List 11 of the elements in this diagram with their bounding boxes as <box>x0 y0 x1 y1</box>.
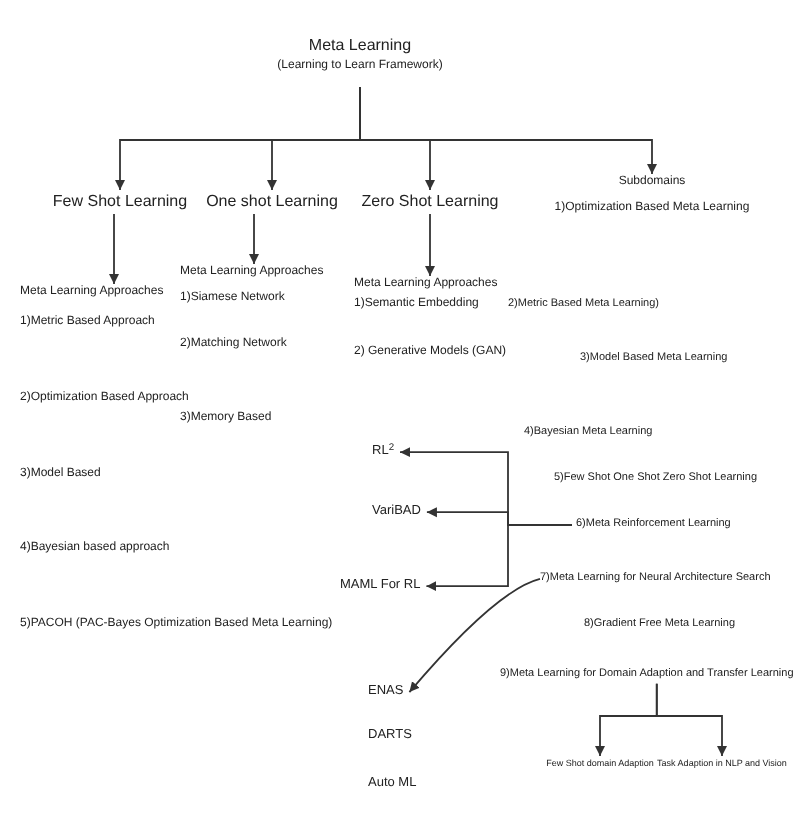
node-label: Few Shot Learning <box>52 192 188 212</box>
arrow <box>109 213 119 285</box>
arrow <box>655 682 727 757</box>
arrow <box>359 86 657 175</box>
node-label: One shot Learning <box>206 192 338 212</box>
arrow <box>249 213 259 265</box>
node-label: Zero Shot Learning <box>361 192 499 212</box>
root-title: Meta Learning <box>308 36 412 56</box>
arrow <box>425 213 435 277</box>
arrow <box>425 524 573 592</box>
arrow <box>408 578 541 694</box>
